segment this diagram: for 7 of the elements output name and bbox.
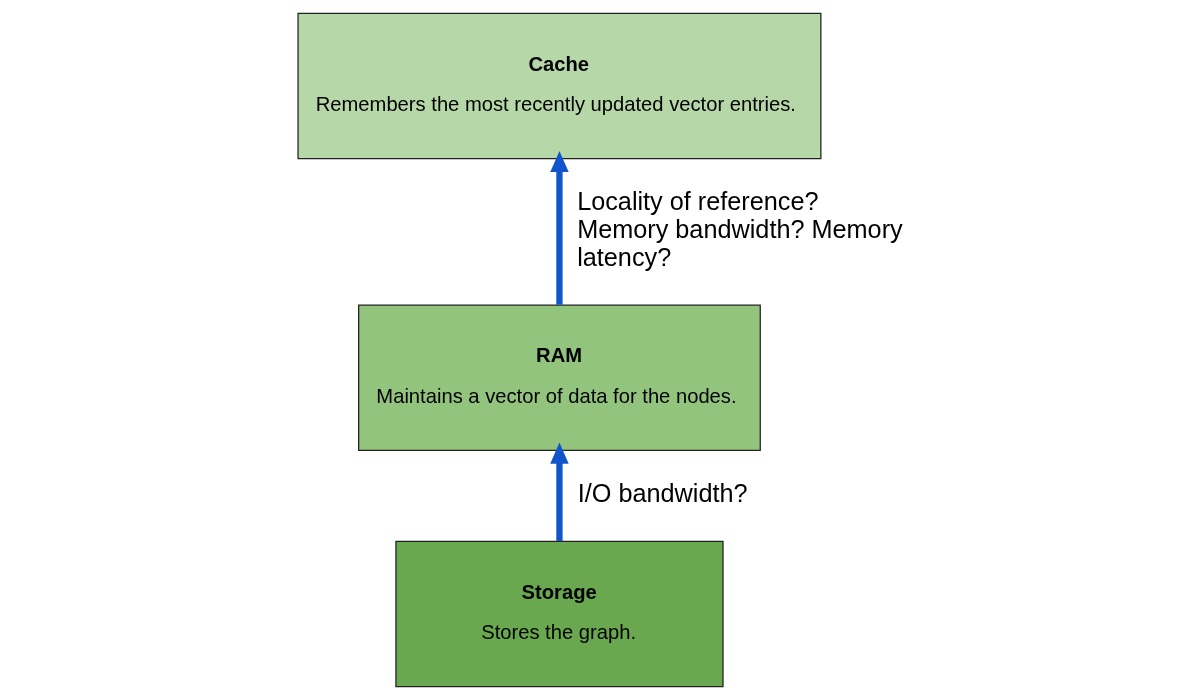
arrow	[549, 150, 569, 305]
node-box: Storage Stores the graph.	[394, 540, 724, 688]
edge-label: Locality of reference? Memory bandwidth? Memory latency?	[576, 187, 903, 272]
node-box: RAM Maintains a vector of data for the nodes.	[357, 304, 761, 452]
arrow	[549, 442, 569, 541]
node-box: Cache Remembers the most recently updated vector entries.	[296, 12, 821, 160]
edge-label: I/O bandwidth?	[577, 479, 748, 508]
